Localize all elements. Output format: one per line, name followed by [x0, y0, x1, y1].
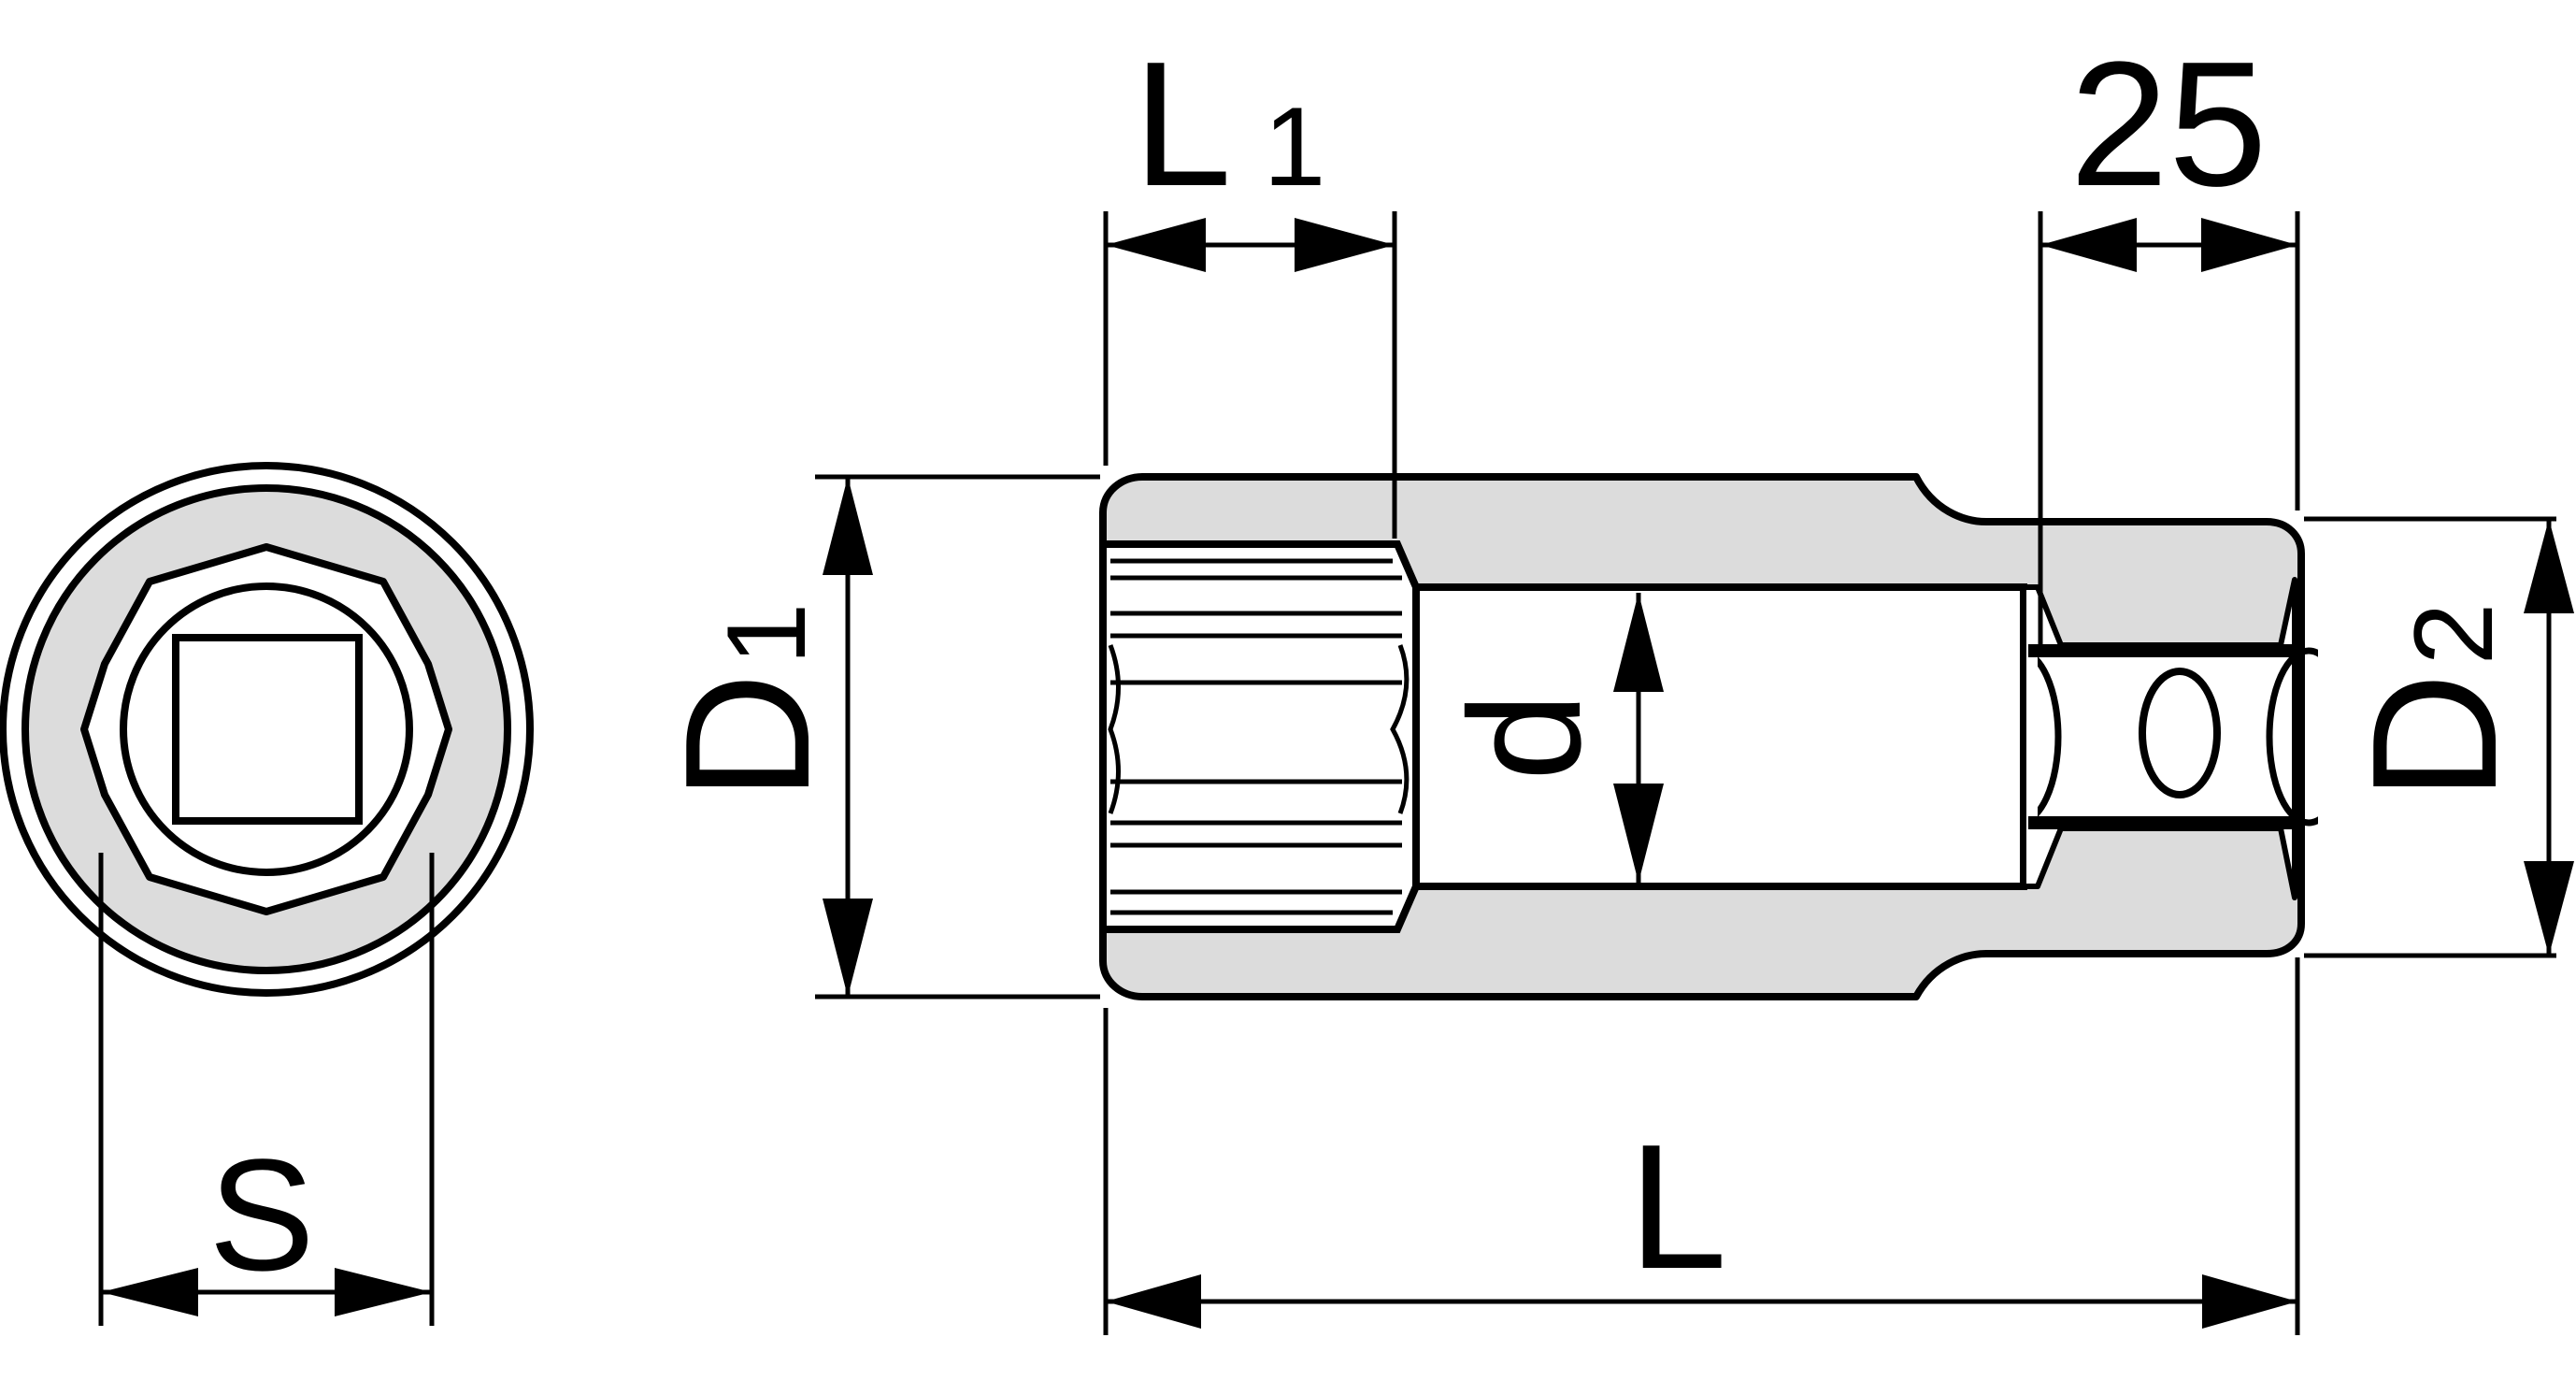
square-drive: [172, 634, 363, 825]
dimension-s: [98, 853, 435, 1326]
socket-end-view: [0, 462, 534, 997]
label-d2: D: [2336, 672, 2534, 800]
label-l1-main: L: [1133, 25, 1232, 223]
dimension-d1: [815, 474, 1100, 1000]
label-d2-sub: 2: [2391, 603, 2516, 666]
dimension-25: [2038, 211, 2300, 645]
label-s: S: [208, 1127, 314, 1304]
label-d1-main: D: [649, 672, 847, 800]
label-l1-sub: 1: [1264, 84, 1326, 209]
label-l1: L: [1133, 25, 1232, 223]
drive-end-curves: [2038, 647, 2318, 827]
label-d1-sub: 1: [704, 603, 829, 666]
label-l: L: [1628, 1108, 1727, 1306]
label-d: d: [1437, 693, 1614, 782]
label-d1: D: [649, 672, 847, 800]
dimension-l: [1103, 957, 2300, 1335]
dimension-l1: [1103, 211, 1397, 539]
dimension-d: [1613, 593, 1664, 883]
label-d2-main: D: [2336, 672, 2534, 800]
detent-ball-hole: [2139, 668, 2221, 798]
dimension-d2: [2304, 516, 2574, 958]
cavity-lines: [1108, 558, 1410, 915]
socket-cavity: [1099, 540, 1420, 933]
label-25: 25: [2069, 25, 2267, 223]
